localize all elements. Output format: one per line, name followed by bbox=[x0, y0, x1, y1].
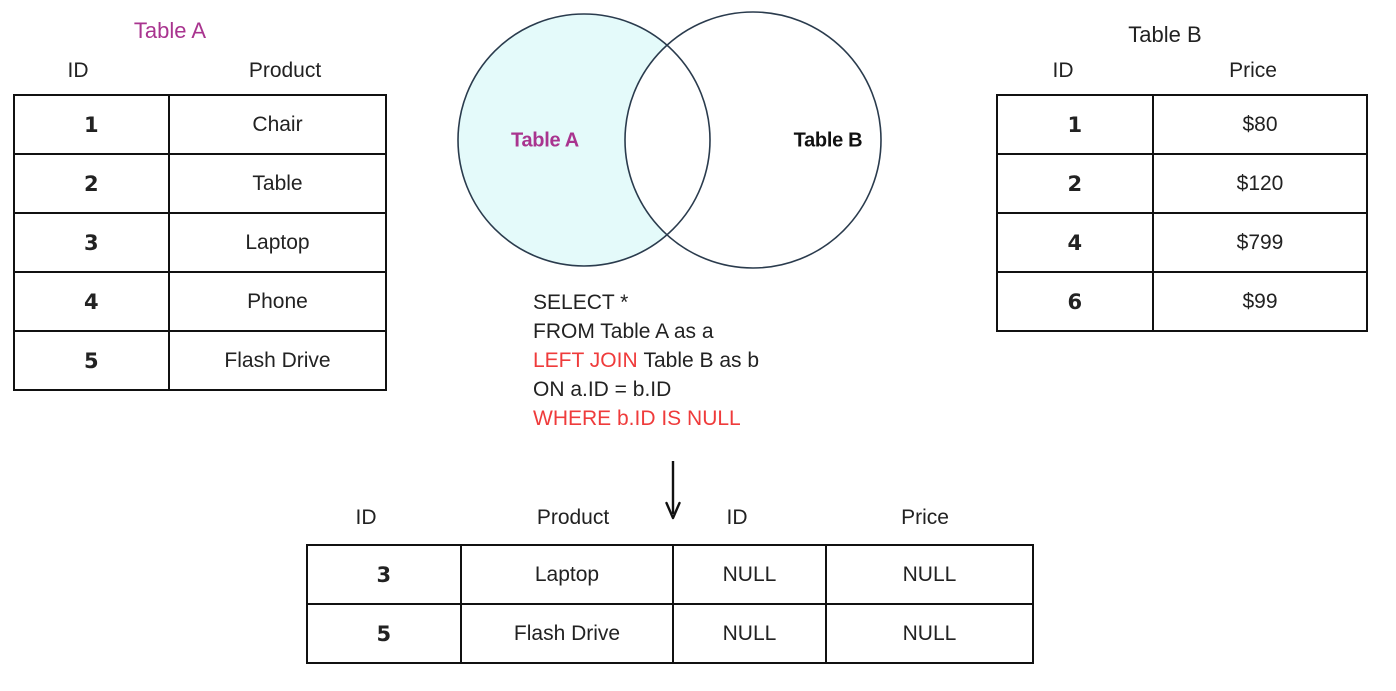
result-cell-product: Laptop bbox=[460, 544, 674, 605]
table-row: 2 $120 bbox=[996, 153, 1368, 214]
table-a-cell-product: Table bbox=[168, 153, 387, 214]
table-b-cell-price: $99 bbox=[1152, 271, 1368, 332]
table-b-cell-price: $799 bbox=[1152, 212, 1368, 273]
table-row-highlighted: 5 Flash Drive bbox=[13, 330, 387, 391]
table-a-cell-id: 3 bbox=[13, 212, 170, 273]
table-row: 6 $99 bbox=[996, 271, 1368, 332]
sql-line-join: LEFT JOIN Table B as b bbox=[533, 346, 759, 375]
table-row: 4 $799 bbox=[996, 212, 1368, 273]
sql-line-on: ON a.ID = b.ID bbox=[533, 378, 672, 401]
table-a-cell-product: Flash Drive bbox=[168, 330, 387, 391]
result-cell-b-id: NULL bbox=[672, 544, 827, 605]
sql-line-from: FROM Table A as a bbox=[533, 320, 714, 343]
result-header-price: Price bbox=[901, 506, 949, 529]
result-header-b-id: ID bbox=[726, 506, 748, 529]
table-b-cell-id: 4 bbox=[996, 212, 1154, 273]
result-cell-product: Flash Drive bbox=[460, 603, 674, 664]
table-b-cell-id: 6 bbox=[996, 271, 1154, 332]
table-row: 4 Phone bbox=[13, 271, 387, 332]
table-a-header-product: Product bbox=[248, 59, 322, 82]
sql-line-where: WHERE b.ID IS NULL bbox=[533, 407, 741, 430]
result-cell-a-id: 5 bbox=[306, 603, 462, 664]
table-b-cell-price: $120 bbox=[1152, 153, 1368, 214]
result-header-a-id: ID bbox=[355, 506, 377, 529]
table-b-title: Table B bbox=[1128, 22, 1202, 47]
result-header-product: Product bbox=[536, 506, 610, 529]
sql-line-select: SELECT * bbox=[533, 291, 629, 314]
venn-label-a: Table A bbox=[511, 129, 579, 152]
table-row-highlighted: 3 Laptop bbox=[13, 212, 387, 273]
table-row: 1 $80 bbox=[996, 94, 1368, 155]
table-a-cell-id: 1 bbox=[13, 94, 170, 155]
table-b-header-id: ID bbox=[1052, 59, 1074, 82]
venn-circle-b bbox=[624, 11, 882, 269]
table-b-header-price: Price bbox=[1229, 59, 1277, 82]
down-arrow-icon bbox=[655, 458, 695, 526]
result-cell-a-id: 3 bbox=[306, 544, 462, 605]
table-row: 2 Table bbox=[13, 153, 387, 214]
venn-region-left-only bbox=[458, 14, 710, 266]
table-a-cell-id: 2 bbox=[13, 153, 170, 214]
sql-query-block: SELECT * FROM Table A as a LEFT JOIN Tab… bbox=[533, 288, 759, 433]
table-b: 1 $80 2 $120 4 $799 6 $99 bbox=[996, 94, 1368, 332]
table-row: 1 Chair bbox=[13, 94, 387, 155]
table-a-cell-id: 5 bbox=[13, 330, 170, 391]
table-a-cell-product: Chair bbox=[168, 94, 387, 155]
result-cell-b-id: NULL bbox=[672, 603, 827, 664]
sql-join-target: Table B as b bbox=[643, 349, 760, 372]
venn-diagram: Table A Table B bbox=[440, 0, 910, 290]
down-arrow-svg bbox=[665, 461, 681, 520]
table-b-cell-id: 2 bbox=[996, 153, 1154, 214]
table-a-cell-product: Laptop bbox=[168, 212, 387, 273]
venn-svg bbox=[457, 11, 882, 269]
table-row: 5 Flash Drive NULL NULL bbox=[306, 603, 1034, 664]
table-b-cell-id: 1 bbox=[996, 94, 1154, 155]
table-b-cell-price: $80 bbox=[1152, 94, 1368, 155]
table-a-cell-product: Phone bbox=[168, 271, 387, 332]
table-a-cell-id: 4 bbox=[13, 271, 170, 332]
table-a-header-id: ID bbox=[67, 59, 89, 82]
table-row: 3 Laptop NULL NULL bbox=[306, 544, 1034, 605]
table-a: 1 Chair 2 Table 3 Laptop 4 Phone 5 Flash… bbox=[13, 94, 387, 391]
result-cell-price: NULL bbox=[825, 544, 1034, 605]
result-table: 3 Laptop NULL NULL 5 Flash Drive NULL NU… bbox=[306, 544, 1034, 664]
table-a-title: Table A bbox=[133, 18, 207, 43]
result-cell-price: NULL bbox=[825, 603, 1034, 664]
venn-label-b: Table B bbox=[793, 129, 863, 152]
sql-keyword-left-join: LEFT JOIN bbox=[533, 349, 638, 372]
venn-circle-a bbox=[457, 13, 711, 267]
